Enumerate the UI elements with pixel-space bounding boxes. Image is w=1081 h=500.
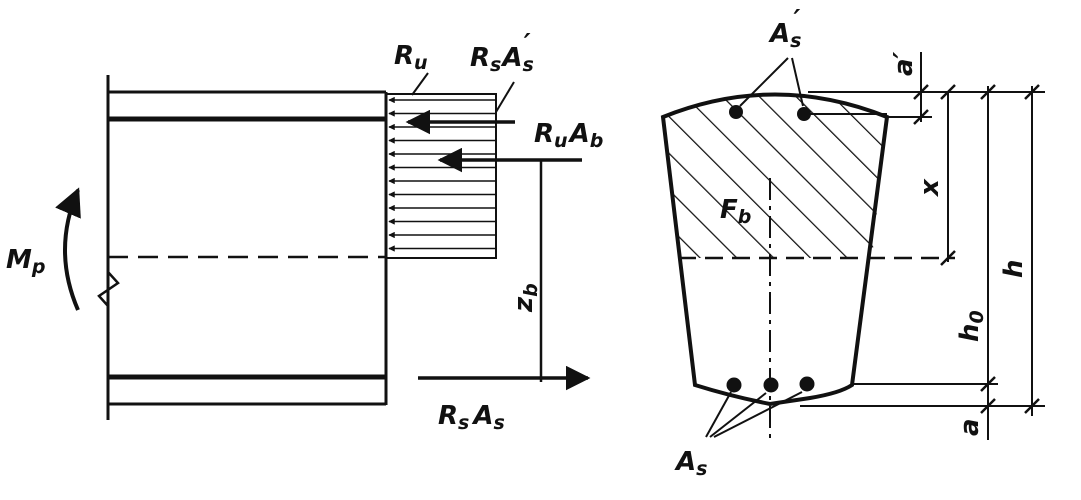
label-h: h [999, 259, 1029, 278]
label-ru-ab: RuAb [534, 119, 603, 152]
stress-block-outline [385, 93, 497, 259]
as-prime-leader-2 [791, 57, 804, 107]
top-bar-right [797, 107, 811, 121]
top-bar-left [729, 105, 743, 119]
label-fb: Fb [720, 195, 751, 228]
label-as: As [674, 447, 707, 480]
section-outline [660, 92, 890, 407]
label-as-prime: As′ [768, 5, 801, 52]
beam-element [97, 75, 388, 420]
label-h0: h0 [955, 310, 988, 342]
stress-block [385, 93, 497, 259]
moment-arrow [55, 187, 81, 311]
as-prime-leader-1 [739, 57, 789, 107]
force-arrows [55, 72, 591, 391]
label-zb: zb [509, 283, 542, 313]
right-labels: As′ a′ x Fb h0 h a As [674, 5, 1029, 480]
rs-as-prime-leader-line [495, 81, 515, 113]
label-x: x [915, 178, 945, 198]
section-dimensions [800, 52, 1045, 440]
label-mp: Mp [6, 245, 45, 278]
as-leader-1 [705, 391, 732, 438]
label-a-prime: a′ [889, 51, 919, 76]
cross-section [660, 57, 955, 438]
bottom-bar-2 [763, 377, 779, 393]
label-ru: Ru [394, 41, 428, 74]
stress-arrows [388, 96, 496, 252]
label-rs-as-prime: RsAs′ [470, 29, 534, 76]
label-a: a [955, 418, 985, 436]
compression-zone-hatch [663, 94, 887, 258]
break-symbol [97, 271, 120, 307]
ru-leader-line [411, 72, 429, 96]
as-leader-3 [713, 391, 803, 438]
bottom-bar-1 [726, 377, 742, 393]
bottom-bar-3 [799, 376, 815, 392]
as-leader-2 [709, 392, 767, 438]
